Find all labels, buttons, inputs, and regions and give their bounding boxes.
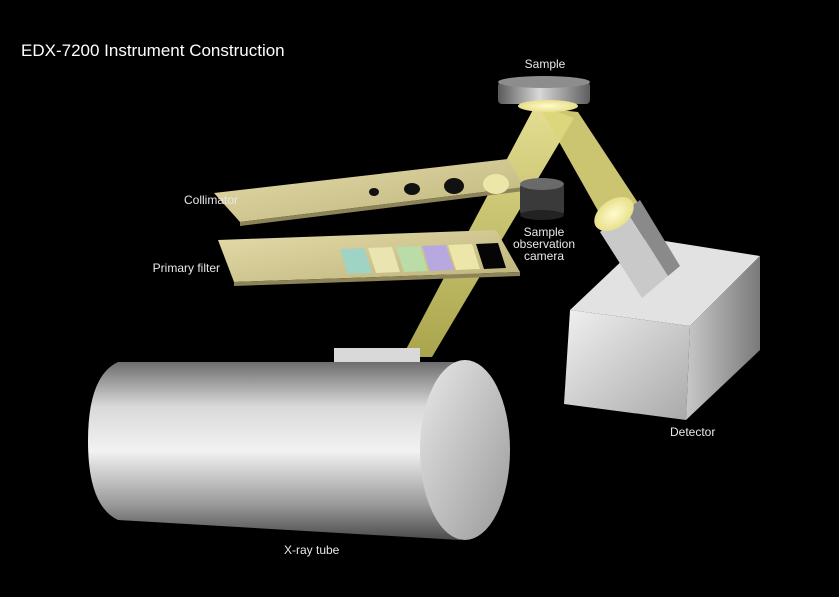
diagram-title: EDX-7200 Instrument Construction [21, 41, 285, 60]
detector [564, 196, 760, 420]
collimator-hole [483, 174, 509, 194]
label-detector: Detector [670, 425, 716, 439]
label-camera-line2: observation [512, 237, 576, 251]
filter-window [396, 246, 428, 272]
label-sample: Sample [524, 57, 566, 71]
label-camera-line1: Sample [523, 225, 565, 239]
sample-observation-camera [520, 178, 564, 220]
filter-window [340, 248, 372, 274]
collimator-plate [214, 159, 524, 226]
filter-window [422, 245, 454, 271]
filter-window [368, 247, 400, 273]
label-primary-filter: Primary filter [152, 261, 220, 275]
label-camera-line3: camera [523, 249, 564, 263]
fluorescent-xray-beam [540, 108, 640, 225]
collimator-hole [369, 188, 379, 196]
filter-window [448, 244, 480, 270]
label-xray-tube: X-ray tube [284, 543, 340, 557]
filter-open-slot [476, 243, 506, 269]
primary-filter-plate [218, 230, 520, 286]
collimator-hole [404, 183, 420, 195]
collimator-hole [444, 178, 464, 194]
label-collimator: Collimator [183, 193, 238, 207]
xray-tube [88, 348, 510, 540]
sample-holder [498, 76, 590, 112]
